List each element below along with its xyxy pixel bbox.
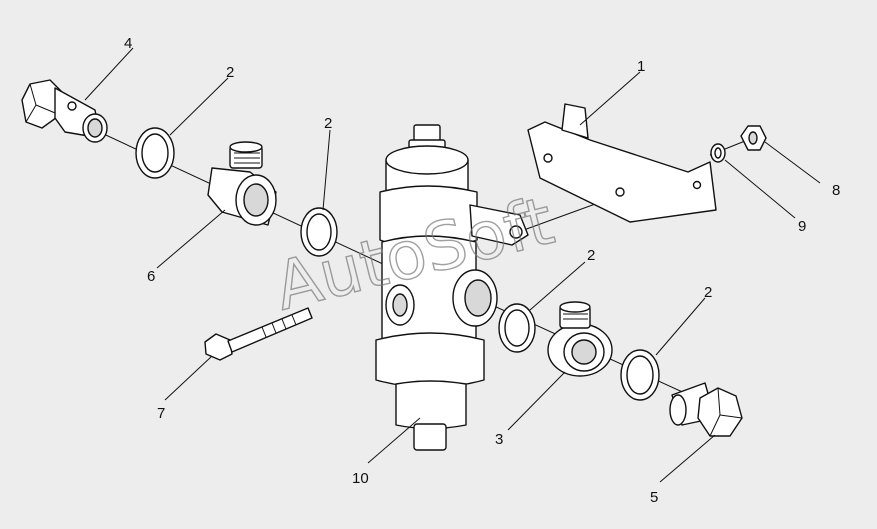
- callout-labels: 4 2 2 1 8 9 2 2 6 7 10 3 5: [124, 35, 840, 506]
- callout-8: 8: [832, 182, 840, 199]
- part-2-washer-c: [498, 303, 536, 353]
- part-5-plug: [669, 382, 743, 437]
- callout-9: 9: [798, 218, 806, 235]
- part-3-banjo-fitting: [547, 301, 613, 377]
- part-8-nut: [740, 125, 767, 151]
- leader-lines: [84, 47, 821, 483]
- callout-2-washer-a: 2: [226, 64, 234, 81]
- callout-2-washer-b: 2: [324, 115, 332, 132]
- part-2-washer-a: [135, 127, 175, 179]
- callout-1: 1: [637, 58, 645, 75]
- part-4-banjo-bolt: [21, 79, 108, 143]
- callout-5: 5: [650, 489, 658, 506]
- callout-2-washer-c: 2: [587, 247, 595, 264]
- part-9-spring-washer: [710, 143, 726, 163]
- callout-3: 3: [495, 431, 503, 448]
- part-2-washer-b: [300, 207, 338, 257]
- callout-7: 7: [157, 405, 165, 422]
- callout-2-washer-d: 2: [704, 284, 712, 301]
- part-1-bracket: [527, 103, 717, 223]
- callout-6: 6: [147, 268, 155, 285]
- part-10-valve-body: [375, 124, 529, 451]
- part-7-bolt: [204, 307, 313, 361]
- part-2-washer-d: [620, 349, 660, 401]
- part-6-banjo-fitting: [207, 141, 277, 226]
- callout-10: 10: [352, 470, 369, 487]
- callout-4: 4: [124, 35, 132, 52]
